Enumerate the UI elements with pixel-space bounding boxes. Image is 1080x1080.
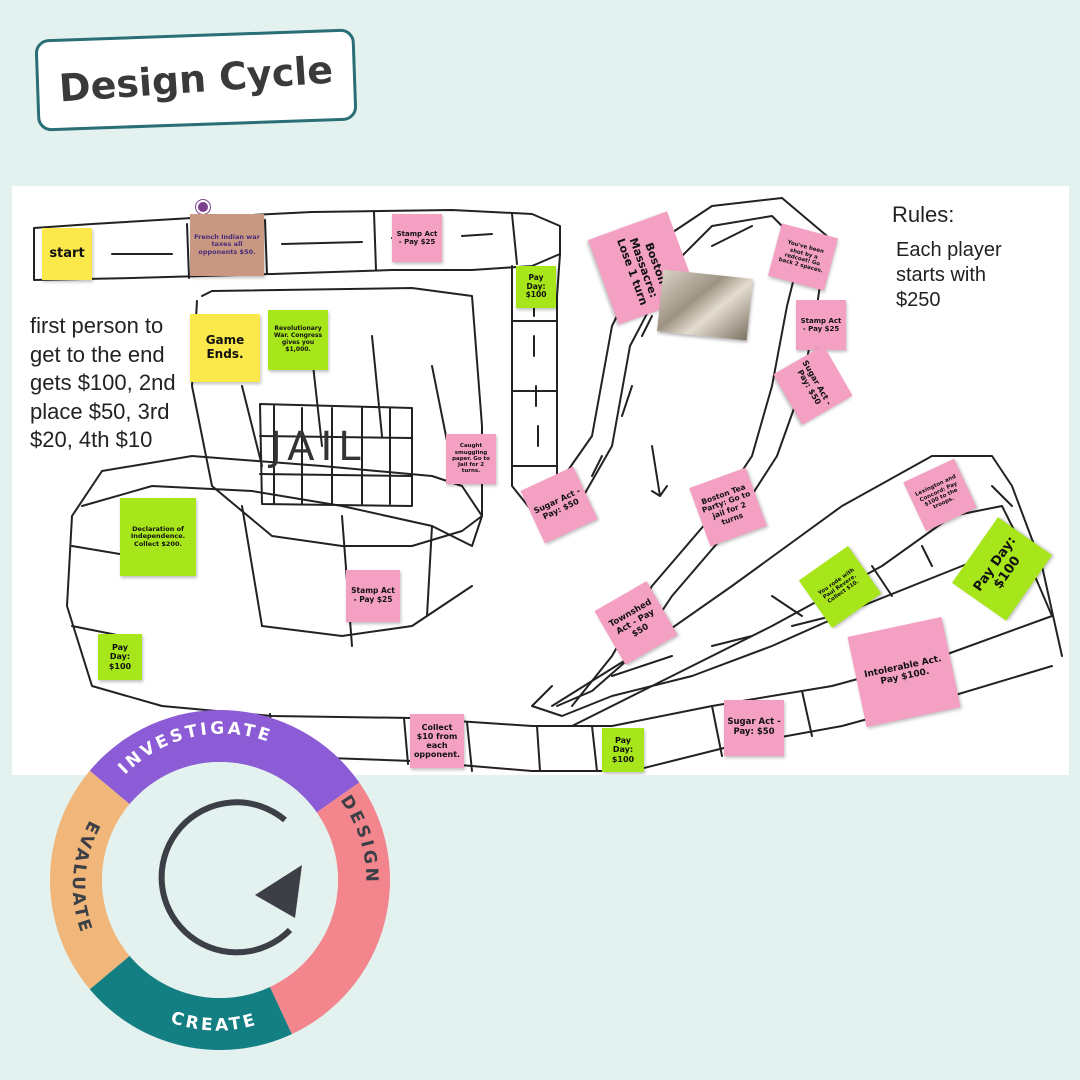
- pin-icon: [196, 200, 210, 214]
- note-sugar-act-bottom: Sugar Act - Pay: $50: [724, 700, 784, 756]
- cycle-segment-design: [269, 782, 391, 1035]
- painting-image: [657, 269, 753, 341]
- game-board: JAIL start French Indian war taxes all o…: [12, 186, 1069, 775]
- cycle-segment-investigate: [89, 709, 360, 813]
- note-stamp-act-low: Stamp Act - Pay $25: [346, 570, 400, 622]
- winner-text: first person to get to the end gets $100…: [30, 313, 176, 452]
- cycle-center: [102, 762, 338, 998]
- rules-text: Each player starts with $250: [896, 239, 1002, 311]
- rules-title: Rules:: [892, 202, 955, 227]
- note-game-ends: Game Ends.: [190, 314, 260, 382]
- note-declaration: Declaration of Independence. Collect $20…: [120, 498, 196, 576]
- note-pay-day-bottom: Pay Day: $100: [602, 728, 644, 772]
- cycle-segment-evaluate: [50, 770, 130, 990]
- cycle-segment-create: [89, 955, 292, 1050]
- note-start: start: [42, 228, 92, 280]
- note-intolerable: Intolerable Act. Pay $100.: [847, 617, 961, 727]
- note-pay-day-top: Pay Day: $100: [516, 266, 556, 308]
- note-stamp-act-top: Stamp Act - Pay $25: [392, 214, 442, 262]
- note-collect-10: Collect $10 from each opponent.: [410, 714, 464, 768]
- page-title: Design Cycle: [57, 47, 335, 111]
- design-cycle-diagram: INVESTIGATE DESIGN CREATE EVALUATE: [50, 709, 391, 1050]
- jail-label: JAIL: [270, 424, 367, 470]
- title-card: Design Cycle: [34, 28, 358, 132]
- note-pay-day-left: Pay Day: $100: [98, 634, 142, 680]
- note-revolutionary-war: Revolutionary War. Congress gives you $1…: [268, 310, 328, 370]
- cycle-arrow-icon: [158, 799, 293, 956]
- note-caught-smuggling: Caught smuggling paper. Go to Jail for 2…: [446, 434, 496, 484]
- cycle-arrowhead-icon: [255, 865, 302, 918]
- note-french-indian: French Indian war taxes all opponents $5…: [190, 214, 264, 276]
- note-stamp-act-right: Stamp Act - Pay $25: [796, 300, 846, 350]
